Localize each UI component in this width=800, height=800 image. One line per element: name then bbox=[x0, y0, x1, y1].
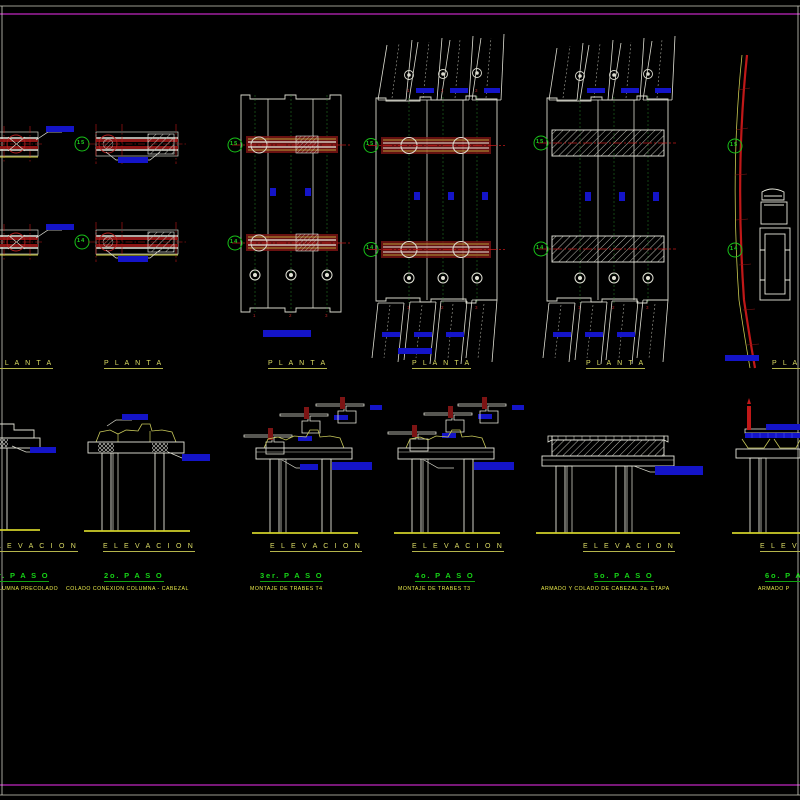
plan-label-p2: P L A N T A bbox=[104, 360, 164, 369]
bubble-label-14-p5: 14 bbox=[536, 245, 545, 251]
plan-label-p5: P L A N T A bbox=[586, 360, 646, 369]
plan-label-p3: P L A N T A bbox=[268, 360, 328, 369]
grid-bubble-15-p6 bbox=[727, 138, 743, 154]
elevation-panel-5[interactable] bbox=[536, 435, 703, 534]
step-desc-p6: ARMADO P bbox=[758, 586, 790, 592]
grid-bubble-15-p3 bbox=[227, 137, 243, 153]
grid-bubble-15-p4 bbox=[363, 138, 379, 153]
elevation-panel-4[interactable] bbox=[387, 397, 524, 534]
bubble-label-15-p4: 15 bbox=[366, 141, 375, 147]
grid-bubble-15-p5 bbox=[533, 135, 549, 151]
elevation-panel-2[interactable] bbox=[84, 414, 210, 532]
plan-view-panel-3[interactable] bbox=[227, 94, 352, 337]
column-number-3-p4-top: 3 bbox=[475, 88, 479, 93]
step-desc-p2: COLADO CONEXION COLUMNA - CABEZAL bbox=[66, 586, 189, 592]
girder-t4-b bbox=[279, 407, 348, 434]
bubble-label-14-p4: 14 bbox=[366, 245, 375, 251]
plan-label-p6: P L A N T A bbox=[772, 360, 800, 369]
column-number-1-p4-top: 1 bbox=[407, 88, 411, 93]
elevation-label-p4: E L E V A C I O N bbox=[412, 543, 504, 552]
column-number-3-p4: 3 bbox=[475, 305, 479, 310]
elevation-panel-3[interactable] bbox=[243, 397, 382, 534]
plan-label-p4: P L A N T A bbox=[412, 360, 472, 369]
step-label-p5: 5o. P A S O bbox=[594, 571, 654, 582]
bubble-label-15-p3: 15 bbox=[230, 141, 239, 147]
elevation-panel-6[interactable] bbox=[732, 398, 800, 534]
bubble-label-14-p2: 14 bbox=[77, 238, 86, 244]
plan-view-panel-2[interactable] bbox=[74, 124, 186, 262]
plan-view-panel-5[interactable] bbox=[533, 35, 676, 365]
step-label-p1: 1er. P A S O bbox=[0, 571, 50, 582]
column-number-2-p4-top: 2 bbox=[441, 88, 445, 93]
step-desc-p5: ARMADO Y COLADO DE CABEZAL 2a. ETAPA bbox=[541, 586, 670, 592]
elevation-label-p6: E L E V A C I O N bbox=[760, 543, 800, 552]
plan-view-panel-1[interactable] bbox=[0, 126, 74, 260]
elevation-label-p2: E L E V A C I O N bbox=[103, 543, 195, 552]
column-number-2-p4: 2 bbox=[441, 305, 445, 310]
elevation-panel-1[interactable] bbox=[0, 423, 56, 531]
plan-view-panel-4[interactable] bbox=[363, 33, 505, 365]
plan-view-panel-6[interactable] bbox=[725, 54, 791, 369]
elevation-label-p1: E L E V A C I O N bbox=[0, 543, 78, 552]
column-number-1-p4: 1 bbox=[407, 305, 411, 310]
drawing-frame bbox=[0, 5, 800, 796]
step-label-p3: 3er. P A S O bbox=[260, 571, 324, 582]
grid-bubble-14-p6 bbox=[727, 242, 743, 258]
girder-t4-c bbox=[315, 397, 382, 424]
step-label-p4: 4o. P A S O bbox=[415, 571, 475, 582]
bubble-label-14-p6: 14 bbox=[730, 246, 739, 252]
column-number-3-p5: 3 bbox=[646, 305, 650, 310]
column-number-3-p3: 3 bbox=[325, 313, 329, 318]
column-number-2-p3: 2 bbox=[289, 313, 293, 318]
step-desc-p4: MONTAJE DE TRABES T3 bbox=[398, 586, 471, 592]
column-number-2-p5: 2 bbox=[612, 305, 616, 310]
bubble-label-15-p6: 15 bbox=[730, 142, 739, 148]
grid-bubble-14-p5 bbox=[533, 241, 549, 257]
grid-bubble-14-p4 bbox=[363, 242, 379, 257]
step-label-p6: 6o. P A S O bbox=[765, 571, 800, 582]
grid-bubble-14-p3 bbox=[227, 235, 243, 251]
bubble-label-14-p3: 14 bbox=[230, 239, 239, 245]
step-desc-p3: MONTAJE DE TRABES T4 bbox=[250, 586, 323, 592]
plan-label-p1: P L A N T A bbox=[0, 360, 54, 369]
girder-t3-b bbox=[423, 406, 492, 433]
girder-t3-c bbox=[457, 397, 524, 424]
column-number-1-p5: 1 bbox=[578, 305, 582, 310]
elevation-label-p5: E L E V A C I O N bbox=[583, 543, 675, 552]
bubble-label-15-p2: 15 bbox=[77, 140, 86, 146]
step-desc-p1: COLUMNA PRECOLADO bbox=[0, 586, 59, 592]
step-label-p2: 2o. P A S O bbox=[104, 571, 164, 582]
elevation-label-p3: E L E V A C I O N bbox=[270, 543, 362, 552]
truck-plan bbox=[759, 188, 791, 301]
column-number-1-p3: 1 bbox=[253, 313, 257, 318]
bubble-label-15-p5: 15 bbox=[536, 139, 545, 145]
